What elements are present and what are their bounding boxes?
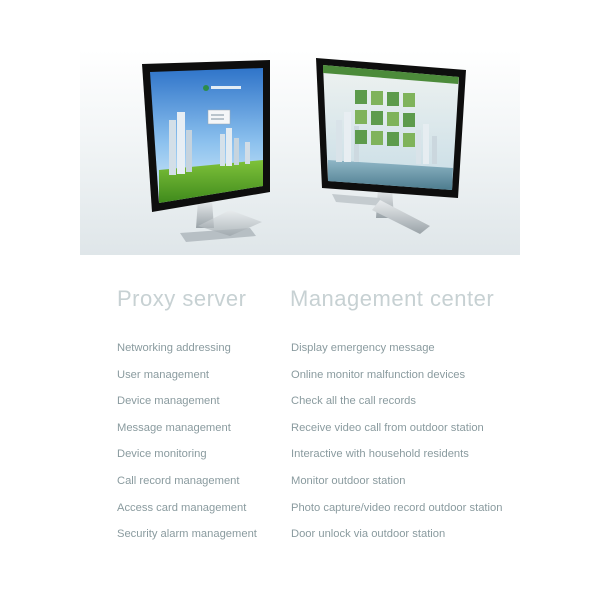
list-item: Networking addressing xyxy=(117,342,231,354)
list-item: Monitor outdoor station xyxy=(291,474,406,487)
list-item: Online monitor malfunction devices xyxy=(291,368,466,381)
list-item: Message management xyxy=(117,421,231,434)
proxy-server-feature-list: Networking addressing User management De… xyxy=(117,341,257,554)
list-item: Call record management xyxy=(117,474,240,487)
list-item: Receive video call from outdoor station xyxy=(291,421,484,434)
list-item: Device monitoring xyxy=(117,448,207,461)
management-center-heading: Management center xyxy=(290,286,495,311)
list-item: User management xyxy=(117,368,210,381)
list-item: Device management xyxy=(117,395,220,408)
list-item: Interactive with household residents xyxy=(291,448,469,461)
monitors-illustration xyxy=(142,58,466,242)
list-item: Check all the call records xyxy=(291,395,416,408)
management-center-feature-list: Display emergency message Online monitor… xyxy=(291,341,502,554)
right-monitor xyxy=(316,58,466,234)
list-item: Door unlock via outdoor station xyxy=(291,528,446,541)
left-monitor xyxy=(142,60,270,242)
monitors-photo xyxy=(80,50,520,255)
list-item: Security alarm management xyxy=(117,528,257,541)
list-item: Photo capture/video record outdoor stati… xyxy=(291,501,503,514)
proxy-server-heading: Proxy server xyxy=(117,286,247,311)
list-item: Display emergency message xyxy=(291,342,435,354)
list-item: Access card management xyxy=(117,501,247,514)
